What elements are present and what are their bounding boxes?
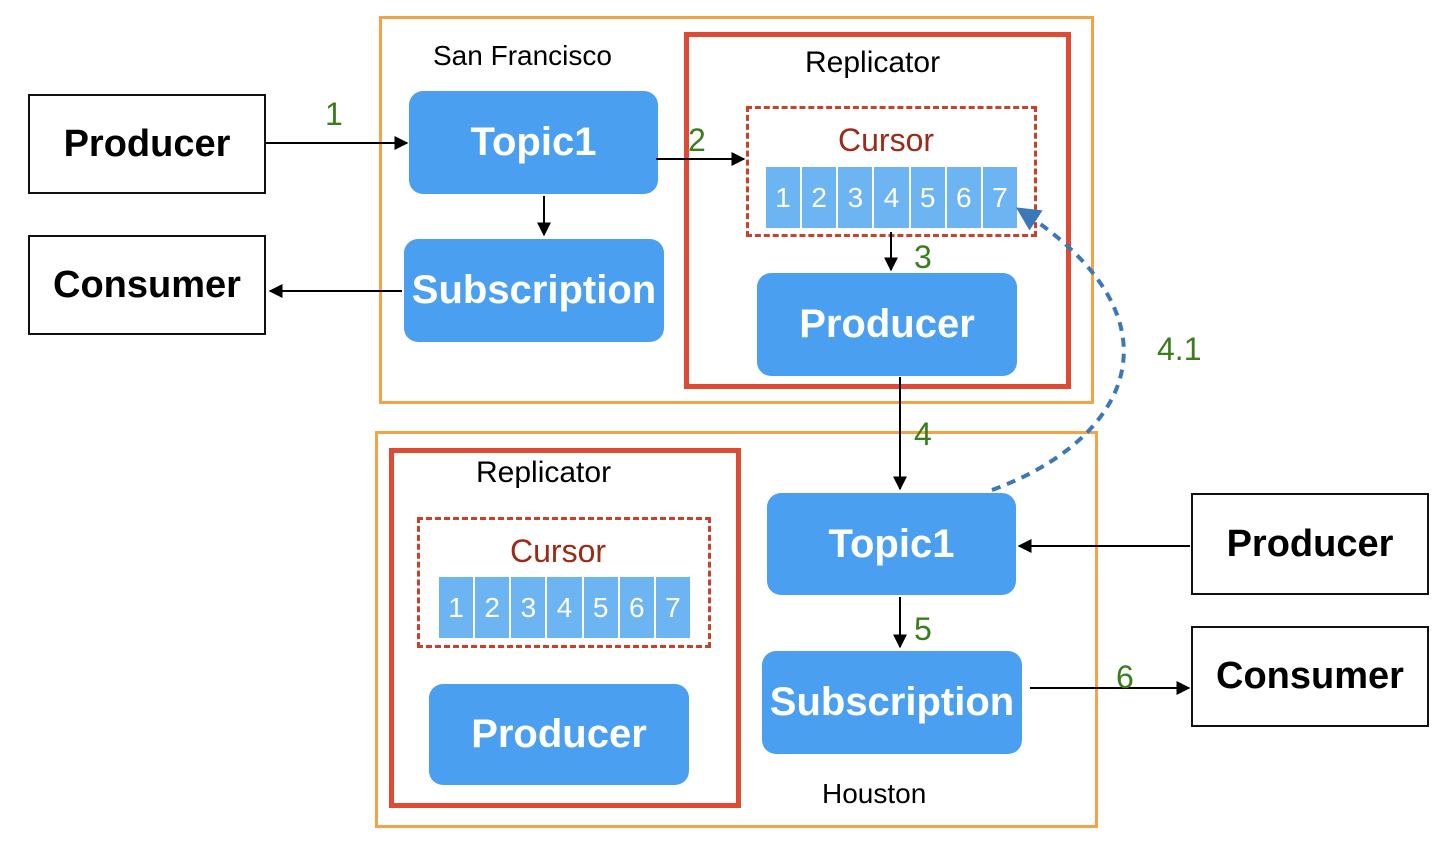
cursor-cell: 1 bbox=[766, 167, 801, 228]
houston-cursor-label: Cursor bbox=[510, 533, 607, 569]
cursor-cell: 1 bbox=[439, 577, 474, 638]
houston-topic-box[interactable]: Topic1 bbox=[767, 493, 1016, 595]
sf-region-title: San Francisco bbox=[433, 40, 612, 71]
cursor-cell: 3 bbox=[838, 167, 873, 228]
sf-topic-box[interactable]: Topic1 bbox=[409, 91, 658, 194]
cursor-cell: 7 bbox=[655, 577, 690, 638]
houston-replicator-title: Replicator bbox=[476, 456, 612, 489]
cursor-cell: 5 bbox=[910, 167, 945, 228]
cursor-cell: 6 bbox=[946, 167, 981, 228]
step-label-2: 2 bbox=[688, 122, 706, 158]
sf-external-consumer[interactable]: Consumer bbox=[28, 235, 266, 335]
cursor-cell: 4 bbox=[874, 167, 909, 228]
houston-region-title: Houston bbox=[822, 778, 927, 809]
cursor-cell: 2 bbox=[802, 167, 837, 228]
sf-subscription-box[interactable]: Subscription bbox=[404, 239, 664, 342]
houston-subscription-box[interactable]: Subscription bbox=[762, 651, 1022, 754]
step-label-4: 4 bbox=[914, 416, 932, 452]
cursor-cell: 2 bbox=[475, 577, 510, 638]
sf-cursor-cells: 1 2 3 4 5 6 7 bbox=[766, 167, 1017, 228]
cursor-cell: 5 bbox=[583, 577, 618, 638]
houston-region bbox=[375, 431, 1098, 828]
houston-external-consumer[interactable]: Consumer bbox=[1191, 626, 1429, 727]
cursor-cell: 4 bbox=[547, 577, 582, 638]
houston-external-producer[interactable]: Producer bbox=[1191, 493, 1429, 595]
step-label-6: 6 bbox=[1116, 659, 1134, 695]
cursor-cell: 3 bbox=[511, 577, 546, 638]
houston-cursor-cells: 1 2 3 4 5 6 7 bbox=[439, 577, 690, 638]
step-label-5: 5 bbox=[914, 611, 932, 647]
step-label-3: 3 bbox=[914, 239, 932, 275]
sf-replicator-producer[interactable]: Producer bbox=[757, 273, 1017, 376]
cursor-cell: 6 bbox=[619, 577, 654, 638]
cursor-cell: 7 bbox=[982, 167, 1017, 228]
step-label-4-1: 4.1 bbox=[1157, 331, 1202, 367]
sf-replicator-title: Replicator bbox=[805, 46, 941, 79]
houston-cursor-box bbox=[417, 517, 711, 648]
step-label-1: 1 bbox=[325, 96, 343, 132]
sf-cursor-label: Cursor bbox=[838, 122, 935, 158]
houston-replicator-producer[interactable]: Producer bbox=[429, 684, 689, 785]
sf-external-producer[interactable]: Producer bbox=[28, 94, 266, 194]
